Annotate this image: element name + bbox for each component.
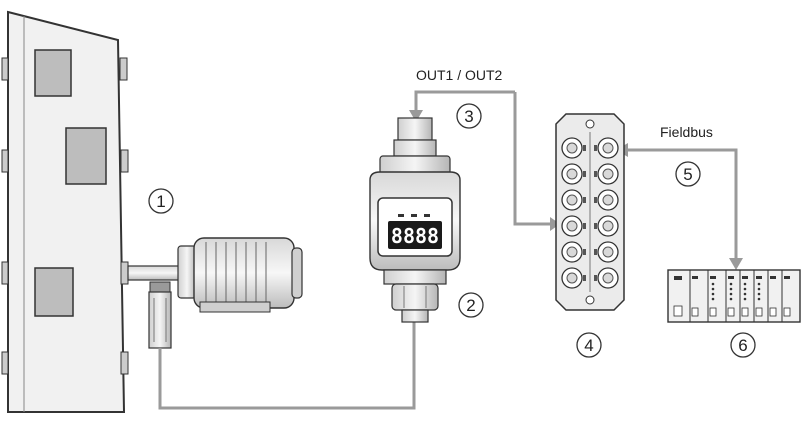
io-port-socket [602,168,614,180]
probe-sensor [148,281,172,349]
io-port-socket [566,272,578,284]
callout-5-number: 5 [683,165,692,184]
io-port-led [583,145,586,151]
plc-led [743,297,747,301]
plc-slot-terminal [741,307,749,317]
io-port-led [594,197,597,203]
plc-led [757,292,761,296]
io-port-socket [602,142,614,154]
plc-slot-terminal [727,307,735,317]
plc-slot-label [784,276,790,279]
io-port-led [583,223,586,229]
arrow-to-io [550,217,560,231]
plc-led [729,287,733,291]
callout-2-number: 2 [466,296,475,315]
plc-led [711,282,715,286]
io-port [561,189,586,211]
io-port-led [583,171,586,177]
io-port [594,137,619,159]
callout-5: 5 [675,161,701,187]
callout-3: 3 [456,103,482,129]
io-port-led [594,223,597,229]
io-port-led [583,249,586,255]
callout-1-number: 1 [156,192,165,211]
plc-slot-label [728,276,734,279]
io-port [594,241,619,263]
callout-2: 2 [458,292,484,318]
io-port [594,215,619,237]
plc-led [743,282,747,286]
io-module [555,113,625,311]
pressure-sensor: 8888 [369,117,461,323]
motor [127,237,303,313]
io-port-socket [566,194,578,206]
callout-4-number: 4 [584,336,593,355]
fieldbus-label: Fieldbus [660,124,713,140]
io-port-led [594,249,597,255]
plc-led [743,287,747,291]
callout-3-number: 3 [464,107,473,126]
display-screen [388,221,442,249]
io-port [594,163,619,185]
io-port [561,241,586,263]
plc-led [729,292,733,296]
plc-led [757,297,761,301]
plc-led [757,282,761,286]
io-port [594,267,619,289]
io-port-socket [602,220,614,232]
io-port [561,215,586,237]
plc-slot-terminal [783,307,791,317]
io-port-socket [566,142,578,154]
io-port-socket [566,168,578,180]
cables [158,90,738,410]
plc-led [711,287,715,291]
io-port [561,137,586,159]
callout-1: 1 [148,188,174,214]
io-port-socket [602,194,614,206]
io-port-led [583,275,586,281]
io-port-socket [566,246,578,258]
plc-led [711,292,715,296]
callout-6-number: 6 [738,336,747,355]
io-port-led [594,145,597,151]
io-port-socket [602,246,614,258]
plc-slot-terminal [755,307,763,317]
io-port [561,163,586,185]
arrow-fieldbus-plc [729,258,743,270]
plc-controller [667,269,801,323]
display-readout: 8888 [391,224,439,248]
plc-led [711,297,715,301]
plc-led [729,297,733,301]
out-signal-label: OUT1 / OUT2 [416,67,503,83]
plc-led [757,287,761,291]
plc-cpu-label [674,276,682,280]
plc-slot-label [742,276,748,279]
io-port-led [594,275,597,281]
io-port-led [583,197,586,203]
plc-slot-label [710,276,716,279]
plc-led [743,292,747,296]
plc-slot-label [770,276,776,279]
callout-6: 6 [730,332,756,358]
plc-slot-terminal [691,307,699,317]
plc-slot-terminal [769,307,777,317]
io-port-socket [566,220,578,232]
plc-slot-label [692,276,698,279]
io-port-socket [602,272,614,284]
plc-cpu-port [673,305,683,317]
io-port [561,267,586,289]
callout-4: 4 [576,332,602,358]
io-port [594,189,619,211]
plc-slot-terminal [709,307,717,317]
machine [1,10,129,413]
plc-led [729,282,733,286]
arrow-out [409,110,423,122]
plc-slot-label [756,276,762,279]
io-port-led [594,171,597,177]
